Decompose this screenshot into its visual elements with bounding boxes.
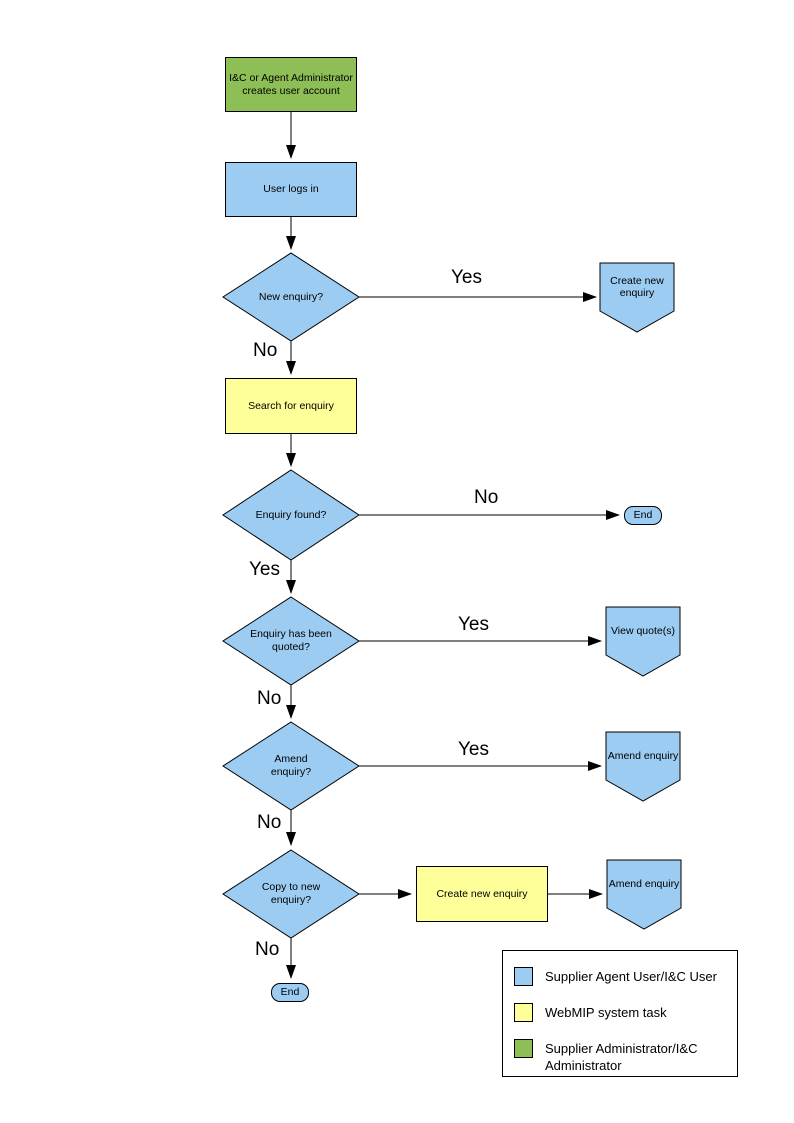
label-no-amend-enquiry: No <box>257 812 282 833</box>
legend-item-user: Supplier Agent User/I&C User <box>514 967 730 986</box>
pentagon-amend-enquiry-1-label: Amend enquiry <box>607 750 679 762</box>
pentagon-amend-enquiry-1 <box>605 731 681 802</box>
label-no-copy-to-new: No <box>255 939 280 960</box>
legend-label-user: Supplier Agent User/I&C User <box>545 969 717 984</box>
node-admin-creates-account: I&C or Agent Administrator creates user … <box>225 57 357 112</box>
legend-item-admin: Supplier Administrator/I&C Administrator <box>514 1039 730 1074</box>
pentagon-create-new-enquiry-label: Create new enquiry <box>610 275 664 299</box>
node-user-logs-in-label: User logs in <box>263 183 319 195</box>
diamond-copy-to-new-label: Copy to new enquiry? <box>261 881 321 906</box>
legend-swatch-system <box>514 1003 533 1022</box>
label-yes-enquiry-found: Yes <box>249 559 280 580</box>
pentagon-amend-enquiry-2-label: Amend enquiry <box>608 878 680 890</box>
diamond-enquiry-found <box>222 469 360 561</box>
legend-swatch-admin <box>514 1039 533 1058</box>
node-create-new-enquiry-task: Create new enquiry <box>416 866 548 922</box>
pentagon-view-quotes-label: View quote(s) <box>610 625 675 637</box>
pentagon-create-new-enquiry <box>599 262 675 333</box>
terminator-end-1: End <box>624 506 662 525</box>
label-no-enquiry-found: No <box>474 487 499 508</box>
node-create-new-enquiry-task-label: Create new enquiry <box>436 887 528 900</box>
legend-box: Supplier Agent User/I&C User WebMIP syst… <box>502 950 738 1077</box>
label-no-enquiry-quoted: No <box>257 688 282 709</box>
diamond-new-enquiry <box>222 252 360 342</box>
label-yes-new-enquiry: Yes <box>451 267 482 288</box>
node-user-logs-in: User logs in <box>225 162 357 217</box>
legend-item-system: WebMIP system task <box>514 1003 730 1022</box>
diamond-amend-enquiry <box>222 721 360 811</box>
diamond-enquiry-found-label: Enquiry found? <box>255 508 327 521</box>
diamond-amend-enquiry-label: Amend enquiry? <box>270 753 312 778</box>
terminator-end-1-label: End <box>633 509 653 521</box>
diamond-new-enquiry-label: New enquiry? <box>258 290 324 303</box>
label-yes-enquiry-quoted: Yes <box>458 614 489 635</box>
diamond-enquiry-quoted <box>222 596 360 686</box>
legend-label-admin: Supplier Administrator/I&C Administrator <box>545 1041 698 1073</box>
label-no-new-enquiry: No <box>253 340 278 361</box>
terminator-end-2: End <box>271 983 309 1002</box>
node-admin-creates-account-label: I&C or Agent Administrator creates user … <box>229 71 353 97</box>
node-search-for-enquiry-label: Search for enquiry <box>248 399 334 412</box>
legend-label-system: WebMIP system task <box>545 1005 667 1020</box>
terminator-end-2-label: End <box>280 986 300 998</box>
pentagon-view-quotes <box>605 606 681 677</box>
label-yes-amend-enquiry: Yes <box>458 739 489 760</box>
diamond-copy-to-new <box>222 849 360 939</box>
legend-swatch-user <box>514 967 533 986</box>
pentagon-amend-enquiry-2 <box>606 859 682 930</box>
diamond-enquiry-quoted-label: Enquiry has been quoted? <box>250 628 332 653</box>
node-search-for-enquiry: Search for enquiry <box>225 378 357 434</box>
